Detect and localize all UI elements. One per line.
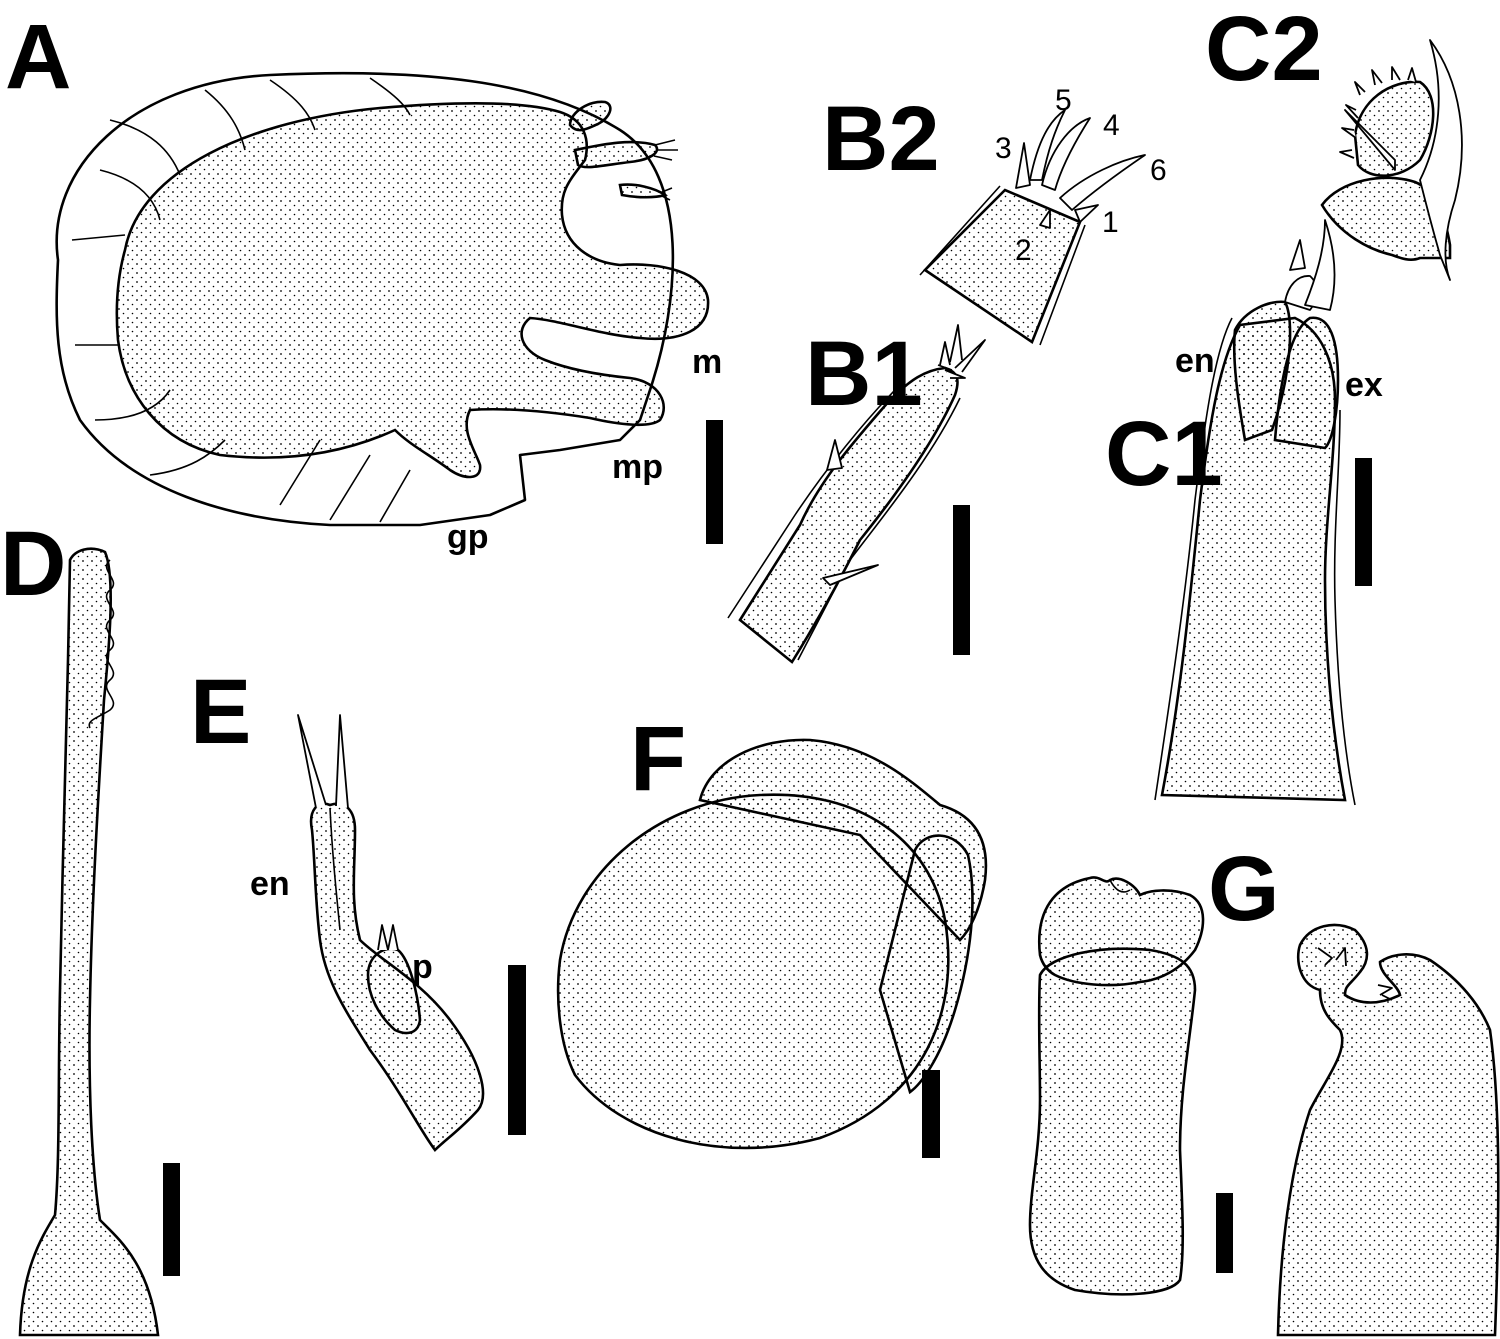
scale-bar-b (953, 505, 970, 655)
g-teeth (1317, 947, 1393, 1001)
mandible-tip (618, 183, 668, 199)
panel-label-c2: C2 (1205, 0, 1323, 100)
d-serrated-edge (88, 559, 115, 729)
panel-b1: B1 (727, 323, 986, 664)
c2-base (1320, 176, 1452, 261)
panel-label-d: D (0, 513, 66, 615)
growth-line (109, 119, 181, 176)
scale-bar-d (163, 1163, 180, 1276)
g-left-head (1037, 876, 1205, 987)
c1-exopod (1273, 316, 1340, 450)
antenna (573, 140, 659, 169)
c1-cuticle (1154, 317, 1356, 806)
scale-bar-f (922, 1070, 940, 1158)
seta-number-1: 1 (1102, 206, 1119, 239)
b2-seta-2 (1039, 209, 1051, 229)
c1-claw (1304, 219, 1336, 311)
g-left-stem (1028, 947, 1197, 1296)
panel-label-g: G (1208, 838, 1280, 940)
c2-spinules (1339, 66, 1417, 159)
panel-a: A m mp gp (5, 6, 723, 556)
panel-label-b2: B2 (822, 88, 940, 190)
label-ex-c1: ex (1345, 366, 1383, 404)
growth-line (329, 454, 371, 521)
b2-cuticle (919, 185, 1086, 346)
e-setae (297, 714, 349, 809)
panel-label-f: F (630, 708, 686, 810)
growth-line (71, 234, 126, 241)
antennule (568, 100, 612, 132)
scale-bar-a (706, 420, 723, 544)
label-gp: gp (447, 518, 489, 556)
seta-number-4: 4 (1103, 109, 1120, 142)
label-m: m (692, 343, 722, 381)
scale-bar-e (508, 965, 526, 1135)
b2-seta-3 (1015, 142, 1031, 189)
mandible-setae (661, 187, 673, 201)
c2-spine (1344, 109, 1396, 171)
seta-number-6: 6 (1150, 154, 1167, 187)
seta-number-3: 3 (995, 132, 1012, 165)
panel-label-a: A (5, 6, 71, 108)
label-en-e: en (250, 865, 290, 903)
c2-claw (1419, 39, 1463, 281)
b2-seta-4 (1041, 117, 1091, 191)
panel-d: D (0, 513, 180, 1337)
panel-label-e: E (190, 661, 251, 763)
panel-g: G (1028, 838, 1500, 1337)
b2-seta-5 (1029, 109, 1066, 181)
g-right-body (1276, 923, 1500, 1337)
b1-spine (826, 439, 843, 471)
label-p: p (412, 948, 433, 986)
b2-seta-6 (1059, 154, 1146, 211)
seta-number-5: 5 (1055, 84, 1072, 117)
b2-segment (922, 188, 1082, 344)
panel-c2: C2 (1205, 0, 1463, 281)
f-main-body (556, 793, 950, 1150)
panel-e: E en p (190, 661, 526, 1152)
label-mp: mp (612, 448, 663, 486)
e-palp-setae (377, 924, 399, 951)
growth-line (379, 469, 411, 523)
antenna-setae (653, 139, 678, 161)
g-left-notch (1109, 879, 1131, 893)
b1-cuticle (727, 364, 961, 661)
scale-bar-g (1216, 1193, 1233, 1273)
b1-spine (822, 564, 879, 586)
panel-f: F (556, 708, 988, 1158)
panel-b2: B2 1 2 3 4 5 6 (822, 84, 1167, 346)
e-endopod-divider (329, 807, 341, 931)
c2-spinose-lobe (1353, 80, 1435, 177)
d-appendage (18, 547, 160, 1337)
panel-c1: C1 en ex (1105, 219, 1383, 806)
scale-bar-c (1355, 458, 1372, 586)
label-en-c1: en (1175, 342, 1215, 380)
b2-seta-1 (1074, 204, 1099, 223)
b1-terminal-setae (939, 324, 986, 379)
c1-spine (1289, 239, 1306, 271)
seta-number-2: 2 (1015, 234, 1032, 267)
